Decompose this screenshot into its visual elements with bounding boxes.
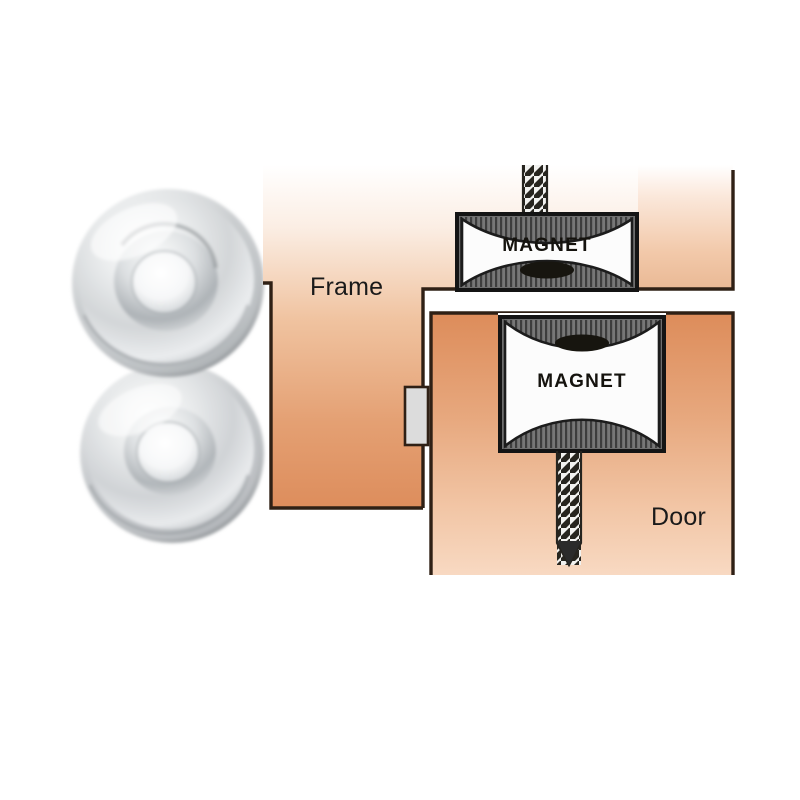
gap-bumper-strip [403, 385, 430, 447]
upper-washer [72, 189, 264, 377]
lower-mounting-screw [555, 451, 583, 568]
door-frame-right-return [638, 165, 735, 291]
magnet-door: MAGNET [498, 315, 666, 453]
magnet-frame: MAGNET [455, 212, 639, 292]
magnet-pole-pill [555, 334, 609, 352]
lower-washer [80, 363, 264, 543]
magnet-pole-pill [520, 261, 574, 279]
magnet-label-door: MAGNET [537, 371, 627, 392]
door-label: Door [651, 503, 706, 531]
frame-label: Frame [310, 273, 384, 301]
door-body-fill [431, 317, 498, 453]
magnet-label-frame: MAGNET [502, 235, 592, 256]
product-photo [60, 170, 290, 550]
installation-diagram: MAGNET MAGNET [255, 165, 800, 575]
